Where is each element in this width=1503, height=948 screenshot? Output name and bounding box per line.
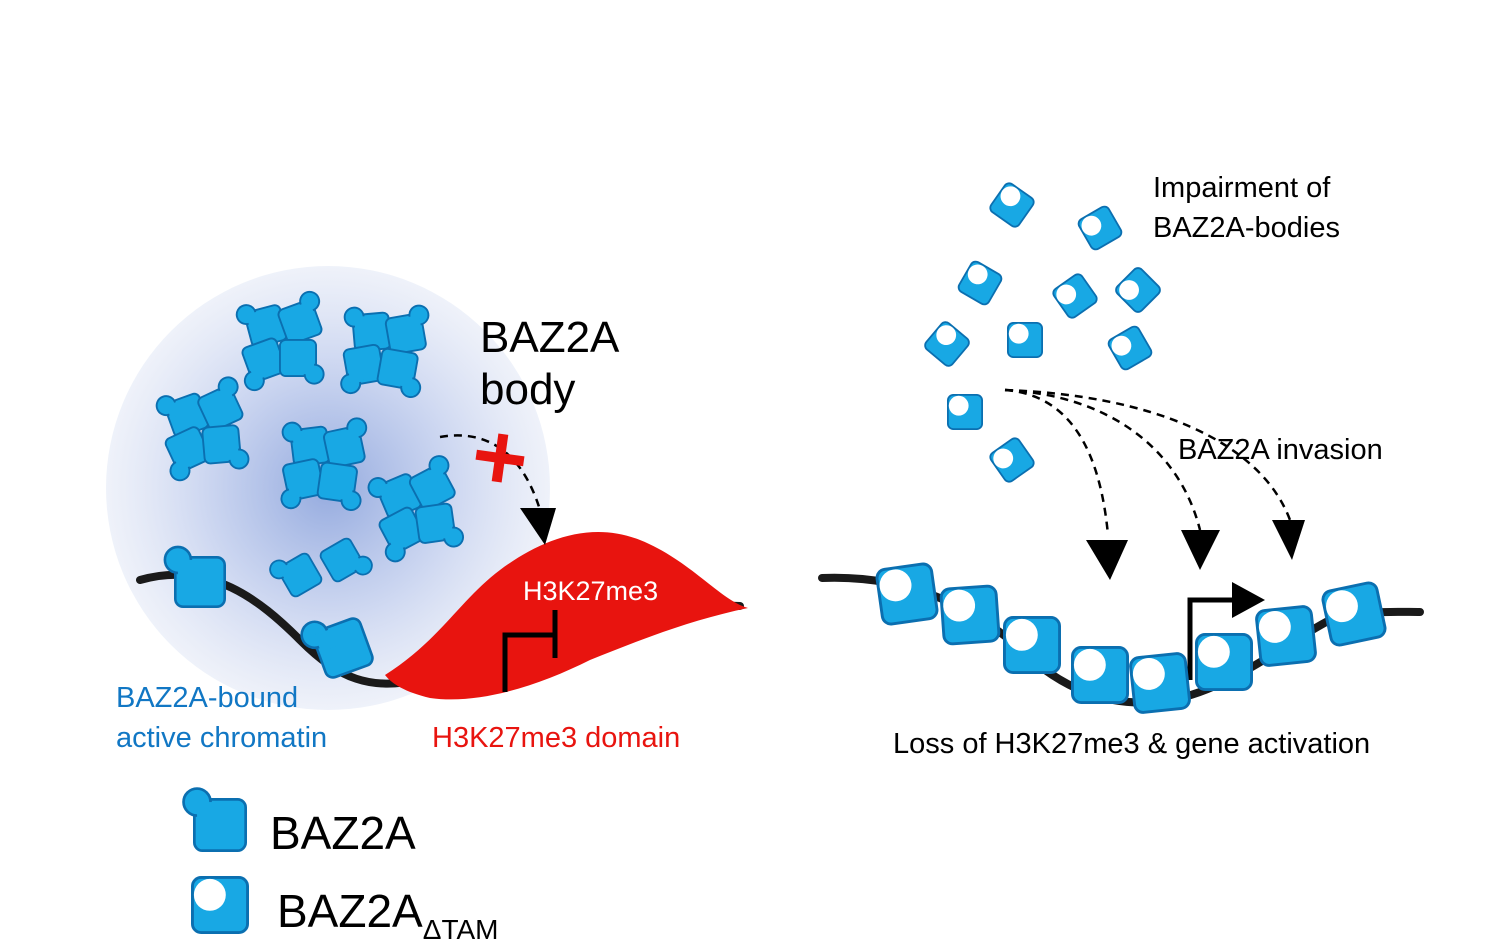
legend-baz2a-dtam-subscript: ΔTAM [422,914,499,945]
baz2a-mutant-icon [874,561,940,627]
baz2a-mutant-icon [1105,323,1155,373]
block-cross-icon [475,433,525,483]
impairment-label-line1: Impairment of [1153,172,1331,204]
invasion-label: BAZ2A invasion [1178,434,1383,466]
baz2a-mutant-icon [955,258,1005,308]
arrow-head-icon [1181,530,1220,570]
baz2a-mutant-icon [1112,264,1164,316]
baz2a-mutant-icon [1194,633,1254,691]
invasion-arrows [1004,388,1305,580]
dashed-arrow-icon [1004,388,1292,521]
baz2a-mutant-icon [1128,651,1192,715]
baz2a-mutant-icon [1050,271,1100,321]
baz2a-mutant-icon [987,435,1037,485]
right-panel [818,180,1424,715]
legend-baz2a-dtam-label: BAZ2AΔTAM [277,885,498,944]
outcome-label: Loss of H3K27me3 & gene activation [893,728,1371,760]
left-panel [106,266,748,710]
h3k27me3-domain [385,531,748,700]
legend-baz2a-dtam-main: BAZ2A [277,885,423,937]
active-chromatin-label-line2: active chromatin [116,722,328,754]
baz2a-mutant-icon [1003,616,1062,674]
active-chromatin-label-line1: BAZ2A-bound [116,682,299,714]
baz2a-mutant-icon [1254,604,1318,668]
baz2a-mutant-icon [1319,579,1389,649]
legend-baz2a-label: BAZ2A [270,807,416,859]
arrow-head-icon [1086,540,1128,580]
dashed-arrow-icon [1004,388,1202,531]
arrow-head-icon [520,508,556,545]
legend-baz2a-dtam-icon [190,876,250,934]
dashed-arrow-icon [1004,388,1110,536]
arrow-head-icon [1272,520,1305,560]
promoter-arrow-head-icon [1232,582,1265,618]
h3k27me3-mark-label: H3K27me3 [523,576,659,606]
baz2a-body-title-line1: BAZ2A [480,313,620,362]
impairment-label-line2: BAZ2A-bodies [1153,212,1340,244]
dispersed-proteins [922,180,1164,485]
active-promoter-icon [1187,597,1235,680]
baz2a-mutant-icon [947,393,983,431]
invading-proteins [874,561,1389,715]
baz2a-mutant-icon [1070,646,1130,704]
baz2a-mutant-icon [1007,321,1043,359]
baz2a-mutant-icon [922,319,972,369]
h3k27me3-domain-label: H3K27me3 domain [432,722,681,754]
baz2a-mutant-icon [1075,203,1125,253]
baz2a-body-title-line2: body [480,365,576,414]
baz2a-mutant-icon [939,584,1001,646]
legend-baz2a-icon [182,787,247,853]
baz2a-mutant-icon [987,180,1037,230]
repressed-promoter-icon [502,632,555,692]
